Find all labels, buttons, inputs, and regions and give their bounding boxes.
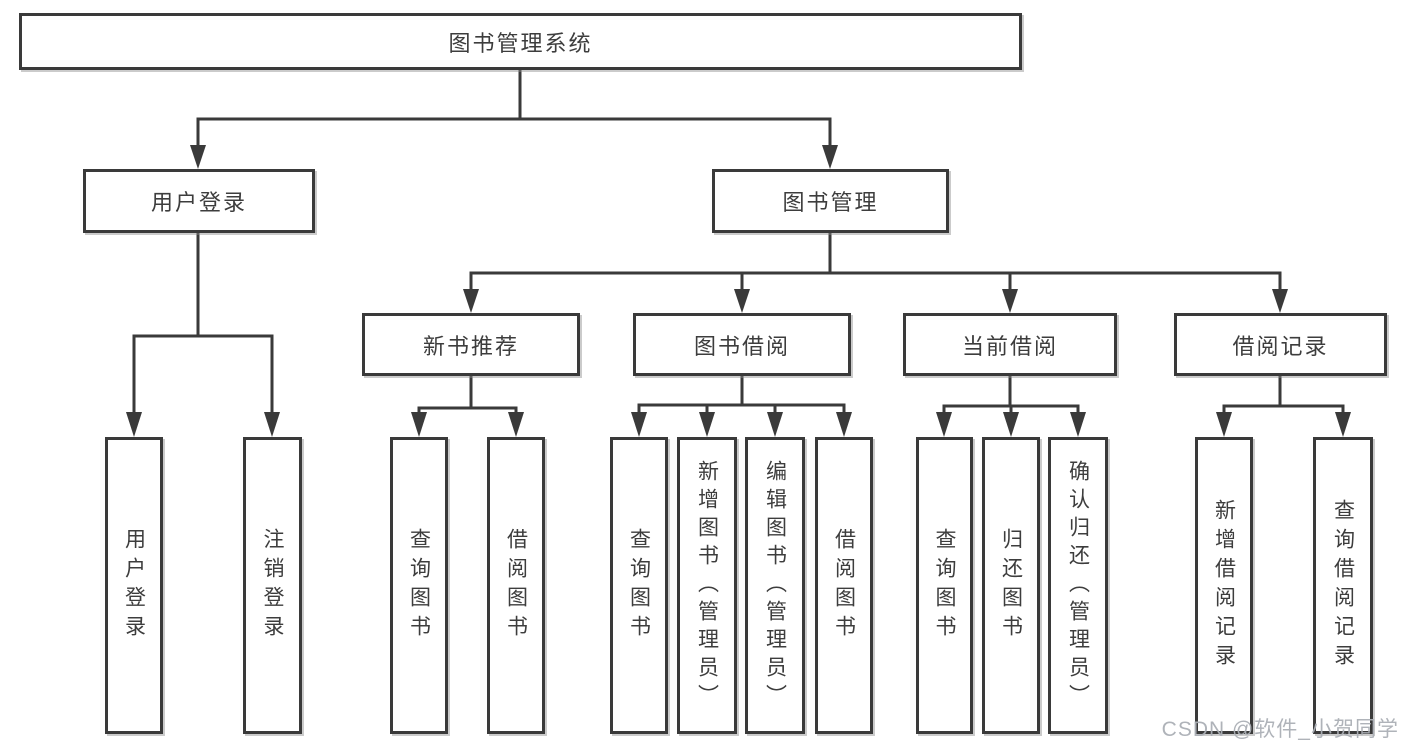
leaf-records-query-record-label: 查询借阅记录 (1331, 498, 1355, 673)
node-book-management: 图书管理 (712, 169, 949, 233)
node-book-borrowing-label: 图书借阅 (693, 333, 790, 359)
watermark: CSDN @软件_小贺同学 (1161, 718, 1399, 741)
leaf-user-login: 用户登录 (105, 437, 163, 734)
node-root-label: 图书管理系统 (448, 30, 593, 56)
connector-current-borrowing-to-children (936, 374, 1086, 437)
leaf-newbook-borrow-books: 借阅图书 (487, 437, 545, 734)
node-user-login-label: 用户登录 (150, 190, 247, 215)
leaf-records-add-record: 新增借阅记录 (1195, 437, 1253, 734)
leaf-borrowing-query-books-label: 查询图书 (627, 527, 651, 644)
node-book-borrowing: 图书借阅 (633, 313, 851, 376)
leaf-current-return-books-label: 归还图书 (999, 527, 1023, 644)
connector-user-login-to-children (126, 230, 280, 437)
leaf-borrowing-edit-books-admin: 编辑图书（管理员） (745, 437, 805, 734)
leaf-current-query-books-label: 查询图书 (933, 527, 956, 644)
leaf-current-confirm-return-admin-label: 确认归还（管理员） (1066, 459, 1090, 712)
leaf-current-query-books: 查询图书 (916, 437, 973, 734)
node-new-book-recommend: 新书推荐 (362, 313, 580, 376)
connector-root-to-level2 (190, 68, 838, 169)
node-book-management-label: 图书管理 (782, 190, 879, 215)
leaf-borrowing-borrow-books: 借阅图书 (815, 437, 873, 734)
connector-book-borrowing-to-children (631, 374, 852, 437)
node-user-login: 用户登录 (83, 169, 315, 233)
node-borrowing-records: 借阅记录 (1174, 313, 1387, 376)
node-root: 图书管理系统 (19, 13, 1022, 70)
leaf-borrowing-borrow-books-label: 借阅图书 (832, 527, 856, 644)
leaf-current-return-books: 归还图书 (982, 437, 1040, 734)
leaf-borrowing-add-books-admin: 新增图书（管理员） (677, 437, 737, 734)
leaf-user-login-label: 用户登录 (122, 527, 146, 644)
leaf-logout-label: 注销登录 (261, 527, 284, 644)
leaf-borrowing-edit-books-admin-label: 编辑图书（管理员） (763, 459, 787, 712)
connector-borrowing-records-to-children (1216, 374, 1351, 437)
leaf-current-confirm-return-admin: 确认归还（管理员） (1048, 437, 1108, 734)
leaf-records-query-record: 查询借阅记录 (1313, 437, 1373, 734)
node-new-book-recommend-label: 新书推荐 (422, 333, 519, 359)
leaf-newbook-borrow-books-label: 借阅图书 (504, 527, 528, 644)
node-borrowing-records-label: 借阅记录 (1232, 333, 1329, 359)
leaf-newbook-query-books: 查询图书 (390, 437, 448, 734)
node-current-borrowing-label: 当前借阅 (961, 333, 1058, 359)
leaf-records-add-record-label: 新增借阅记录 (1212, 498, 1236, 673)
leaf-borrowing-add-books-admin-label: 新增图书（管理员） (695, 459, 719, 712)
leaf-borrowing-query-books: 查询图书 (610, 437, 668, 734)
leaf-logout: 注销登录 (243, 437, 302, 734)
node-current-borrowing: 当前借阅 (903, 313, 1117, 376)
leaf-newbook-query-books-label: 查询图书 (407, 527, 431, 644)
connector-new-book-to-children (411, 374, 524, 437)
connector-book-management-to-level3 (463, 230, 1288, 313)
